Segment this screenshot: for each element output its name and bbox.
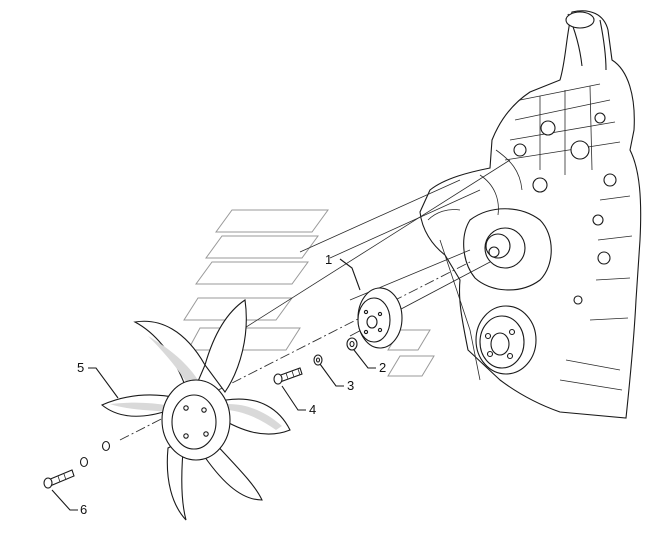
fan-guard-ghost — [183, 209, 435, 377]
bolt-part-4 — [273, 367, 303, 385]
cooling-fan — [100, 299, 291, 521]
callout-leaders — [51, 258, 376, 511]
bolts-part-6 — [43, 440, 111, 489]
callout-1: 1 — [325, 252, 332, 267]
washer-part-2 — [346, 337, 358, 351]
callout-4: 4 — [309, 402, 316, 417]
callout-2: 2 — [379, 360, 386, 375]
engine-block — [419, 10, 642, 419]
callout-5: 5 — [77, 360, 84, 375]
callout-6: 6 — [80, 502, 87, 517]
callout-labels: 1 2 3 4 5 6 — [77, 252, 386, 517]
callout-3: 3 — [347, 378, 354, 393]
fan-spacer-pulley — [357, 287, 403, 349]
washer-part-3 — [313, 354, 323, 366]
